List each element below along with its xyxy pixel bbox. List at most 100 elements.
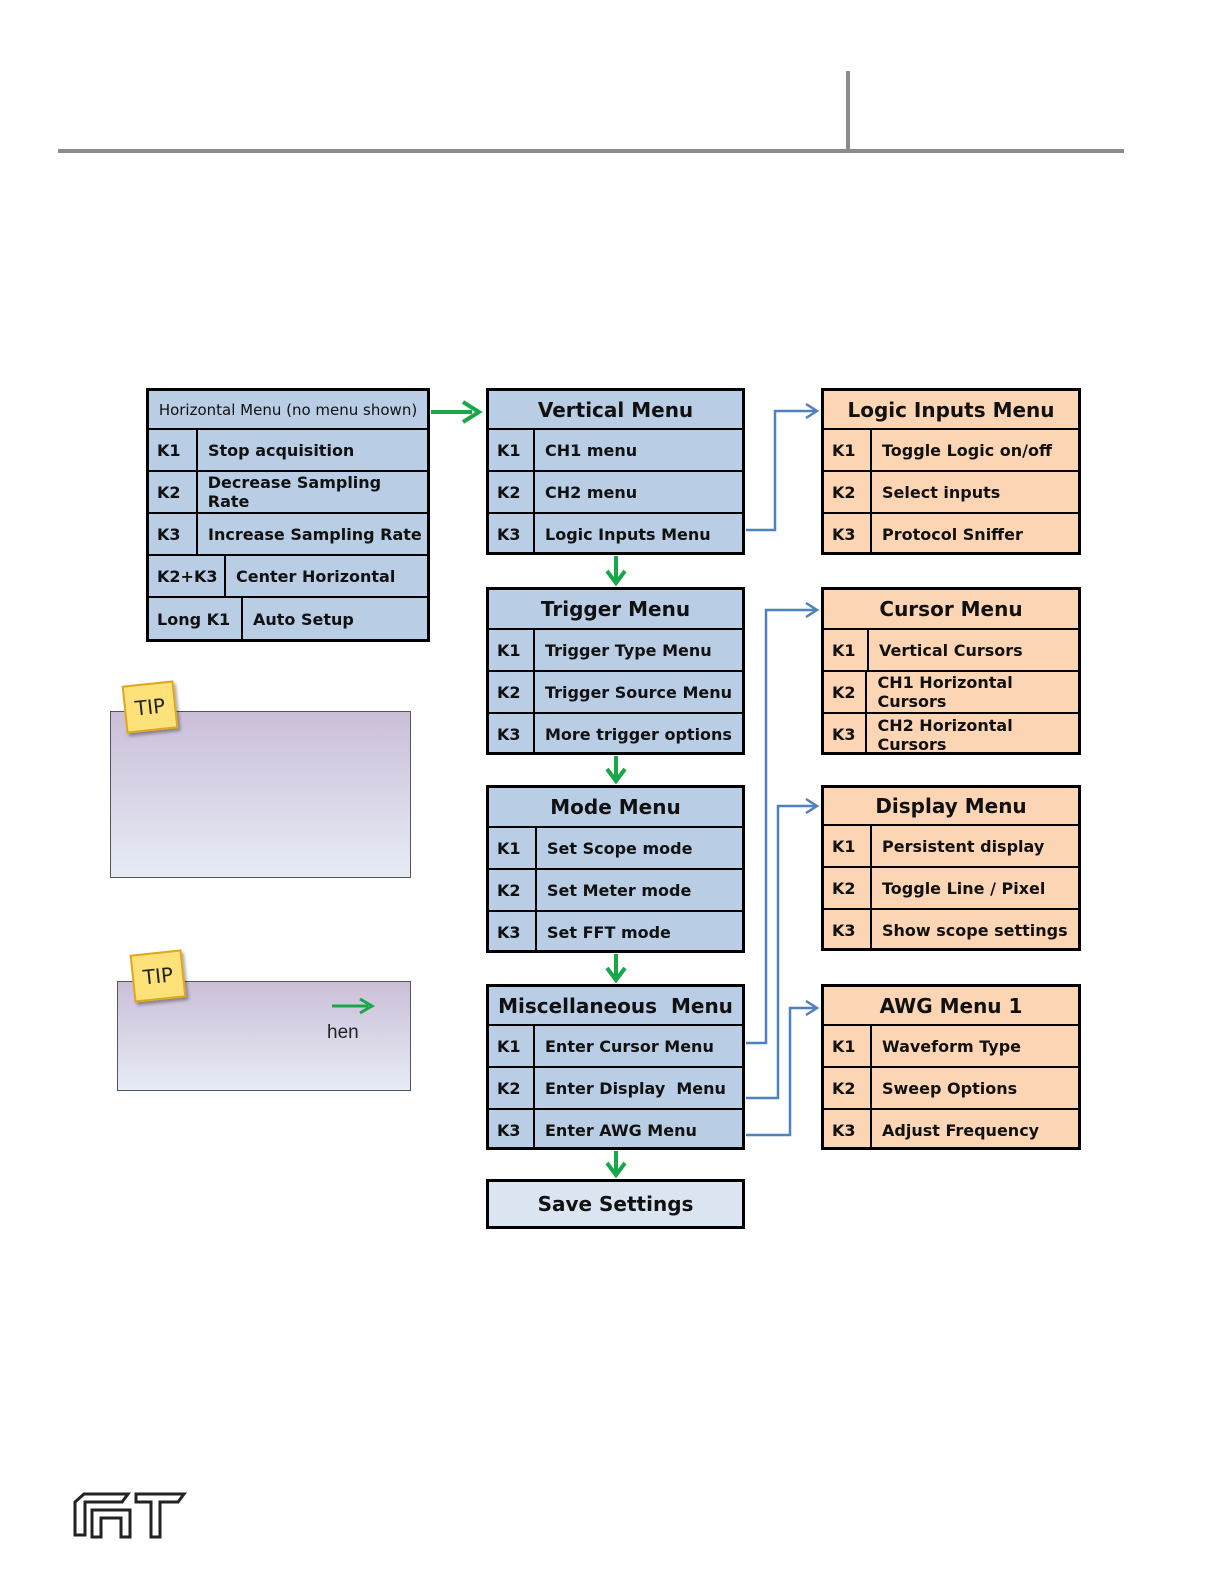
menu-row: K1 Toggle Logic on/off bbox=[824, 430, 1078, 472]
awg-menu: AWG Menu 1 K1 Waveform Type K2 Sweep Opt… bbox=[821, 984, 1081, 1150]
menu-row: K2 Decrease Sampling Rate bbox=[149, 472, 427, 514]
action-label: Enter AWG Menu bbox=[545, 1120, 697, 1140]
key-label: K2 bbox=[489, 472, 535, 512]
flow-arrow-trigger-to-mode bbox=[605, 756, 627, 785]
key-label: K3 bbox=[489, 714, 535, 755]
key-label: K2 bbox=[824, 472, 872, 512]
menu-row: K1 Enter Cursor Menu bbox=[489, 1026, 742, 1068]
link-awg-menu bbox=[746, 999, 820, 1137]
menu-row: K3 CH2 Horizontal Cursors bbox=[824, 714, 1078, 755]
vertical-menu-title: Vertical Menu bbox=[489, 391, 742, 430]
key-label: K1 bbox=[489, 1026, 535, 1066]
menu-row: K1 CH1 menu bbox=[489, 430, 742, 472]
miscellaneous-menu: Miscellaneous Menu K1 Enter Cursor Menu … bbox=[486, 984, 745, 1150]
key-label: K1 bbox=[824, 1026, 872, 1066]
key-label: K1 bbox=[149, 430, 198, 470]
header-divider bbox=[846, 71, 850, 153]
horizontal-menu: Horizontal Menu (no menu shown) K1 Stop … bbox=[146, 388, 430, 642]
menu-row: K2 Trigger Source Menu bbox=[489, 672, 742, 714]
menu-row: K1 Vertical Cursors bbox=[824, 630, 1078, 672]
key-label: K2 bbox=[489, 870, 537, 910]
key-label: K3 bbox=[824, 910, 872, 951]
flow-arrow-mode-to-misc bbox=[605, 954, 627, 984]
menu-row: K3 Set FFT mode bbox=[489, 912, 742, 953]
flow-arrow-misc-to-save bbox=[605, 1151, 627, 1179]
cursor-menu-title: Cursor Menu bbox=[824, 590, 1078, 630]
header-rule bbox=[58, 149, 1124, 153]
key-label: K3 bbox=[489, 912, 537, 953]
mode-menu-title: Mode Menu bbox=[489, 788, 742, 828]
vertical-menu: Vertical Menu K1 CH1 menu K2 CH2 menu K3… bbox=[486, 388, 745, 555]
action-label: Logic Inputs Menu bbox=[545, 525, 711, 544]
flow-arrow-horizontal-to-vertical bbox=[431, 400, 483, 424]
trigger-menu-title: Trigger Menu bbox=[489, 590, 742, 630]
trigger-menu: Trigger Menu K1 Trigger Type Menu K2 Tri… bbox=[486, 587, 745, 755]
key-label: K1 bbox=[489, 430, 535, 470]
action-label: Set Scope mode bbox=[547, 838, 693, 858]
key-label: K1 bbox=[489, 630, 535, 670]
key-label: K3 bbox=[489, 1110, 535, 1150]
action-label: Enter Display Menu bbox=[545, 1078, 726, 1098]
miscellaneous-menu-title: Miscellaneous Menu bbox=[489, 987, 742, 1026]
mode-menu: Mode Menu K1 Set Scope mode K2 Set Meter… bbox=[486, 785, 745, 953]
action-label: Enter Cursor Menu bbox=[545, 1036, 714, 1056]
key-label: K2+K3 bbox=[149, 556, 226, 596]
action-label: Sweep Options bbox=[882, 1078, 1018, 1098]
logic-inputs-menu: Logic Inputs Menu K1 Toggle Logic on/off… bbox=[821, 388, 1081, 555]
menu-row: K2+K3 Center Horizontal bbox=[149, 556, 427, 598]
key-label: K3 bbox=[824, 1110, 872, 1150]
action-label: Waveform Type bbox=[882, 1036, 1021, 1056]
action-label: Adjust Frequency bbox=[882, 1120, 1040, 1140]
action-label: Set FFT mode bbox=[547, 923, 671, 942]
logo-icon bbox=[73, 1492, 187, 1539]
key-label: K2 bbox=[824, 1068, 872, 1108]
action-label: CH1 Horizontal Cursors bbox=[877, 673, 1013, 711]
tip-box-1 bbox=[110, 711, 411, 878]
save-settings-box: Save Settings bbox=[486, 1179, 745, 1229]
display-menu: Display Menu K1 Persistent display K2 To… bbox=[821, 785, 1081, 951]
menu-row: K1 Trigger Type Menu bbox=[489, 630, 742, 672]
key-label: K3 bbox=[489, 514, 535, 555]
horizontal-menu-title: Horizontal Menu (no menu shown) bbox=[149, 391, 427, 430]
menu-row: K3 Protocol Sniffer bbox=[824, 514, 1078, 555]
action-label: Persistent display bbox=[882, 836, 1045, 856]
action-label: Auto Setup bbox=[253, 609, 354, 629]
action-label: Stop acquisition bbox=[208, 440, 355, 460]
action-label: Set Meter mode bbox=[547, 880, 692, 900]
action-label: Toggle Line / Pixel bbox=[882, 878, 1046, 898]
menu-row: K3 Show scope settings bbox=[824, 910, 1078, 951]
action-label: Vertical Cursors bbox=[879, 640, 1023, 660]
display-menu-title: Display Menu bbox=[824, 788, 1078, 826]
menu-row: K3 Logic Inputs Menu bbox=[489, 514, 742, 555]
key-label: K1 bbox=[824, 826, 872, 866]
action-label: CH2 Horizontal Cursors bbox=[877, 715, 1013, 754]
link-display-menu bbox=[746, 797, 820, 1100]
action-label: Center Horizontal bbox=[236, 566, 396, 586]
key-label: K2 bbox=[824, 868, 872, 908]
link-logic-inputs bbox=[746, 402, 820, 532]
key-label: K2 bbox=[489, 1068, 535, 1108]
key-label: K3 bbox=[824, 514, 872, 555]
menu-row: K3 Increase Sampling Rate bbox=[149, 514, 427, 556]
link-cursor-menu bbox=[746, 601, 820, 1045]
key-label: K3 bbox=[149, 514, 198, 554]
action-label: Trigger Type Menu bbox=[545, 640, 712, 660]
menu-row: K1 Stop acquisition bbox=[149, 430, 427, 472]
awg-menu-title: AWG Menu 1 bbox=[824, 987, 1078, 1026]
flow-arrow-vertical-to-trigger bbox=[605, 556, 627, 587]
key-label: K2 bbox=[489, 672, 535, 712]
menu-row: K2 Set Meter mode bbox=[489, 870, 742, 912]
action-label: Decrease Sampling Rate bbox=[207, 473, 382, 511]
key-label: K3 bbox=[824, 714, 868, 755]
menu-row: Long K1 Auto Setup bbox=[149, 598, 427, 640]
action-label: CH1 menu bbox=[545, 440, 638, 460]
action-label: Increase Sampling Rate bbox=[208, 524, 422, 544]
key-label: K1 bbox=[489, 828, 537, 868]
action-label: CH2 menu bbox=[545, 482, 638, 502]
menu-row: K2 CH1 Horizontal Cursors bbox=[824, 672, 1078, 714]
key-label: K2 bbox=[149, 472, 198, 512]
menu-row: K3 More trigger options bbox=[489, 714, 742, 755]
key-label: K2 bbox=[824, 672, 868, 712]
key-label: Long K1 bbox=[149, 598, 243, 640]
